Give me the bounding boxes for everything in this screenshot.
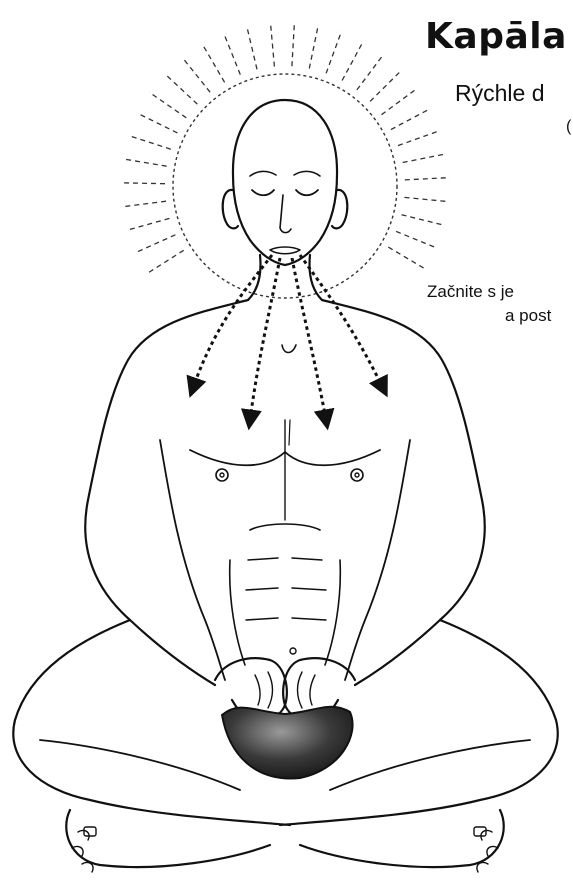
right-foot bbox=[300, 810, 504, 867]
halo-ray bbox=[202, 43, 225, 82]
left-foot bbox=[66, 810, 270, 867]
halo-ray bbox=[122, 159, 166, 166]
left-nipple bbox=[216, 469, 228, 481]
halo-ray bbox=[292, 21, 295, 66]
subtitle-text: Rýchle d bbox=[455, 80, 544, 107]
halo-ray bbox=[247, 26, 257, 70]
halo-ray bbox=[391, 108, 431, 129]
right-nipple bbox=[351, 469, 363, 481]
head-outline bbox=[233, 100, 337, 265]
halo-ray bbox=[398, 130, 440, 145]
halo-ray bbox=[121, 201, 166, 207]
mouth bbox=[270, 247, 300, 254]
breath-arrow-icon bbox=[292, 258, 326, 420]
halo-ray bbox=[342, 41, 363, 81]
halo-ray bbox=[134, 235, 175, 253]
halo-ray bbox=[388, 247, 427, 270]
halo-ray bbox=[137, 113, 177, 133]
halo-ray bbox=[146, 250, 184, 274]
halo-ray bbox=[128, 135, 171, 149]
halo-ray bbox=[402, 215, 446, 226]
page-title: Kapāla bbox=[425, 16, 567, 57]
halo-ray bbox=[309, 24, 318, 68]
halo-ray bbox=[224, 33, 241, 75]
halo-ray bbox=[370, 70, 402, 102]
halo-ray bbox=[403, 154, 447, 163]
halo-ray bbox=[120, 183, 165, 184]
halo-ray bbox=[382, 88, 418, 115]
torso-left-contour bbox=[85, 300, 248, 685]
torso-right-contour bbox=[322, 300, 485, 685]
halo-ray bbox=[270, 22, 274, 67]
halo-ray bbox=[357, 54, 384, 90]
halo-ray bbox=[126, 218, 169, 230]
left-eye bbox=[252, 190, 274, 195]
halo-ray bbox=[182, 57, 210, 92]
halo-ray bbox=[164, 73, 197, 104]
breath-arrow-icon bbox=[300, 255, 383, 388]
subtitle-fragment: ( bbox=[566, 118, 571, 136]
halo-ray bbox=[405, 197, 450, 201]
breath-arrow-icon bbox=[250, 258, 280, 420]
instruction-line-2: a post bbox=[505, 306, 551, 326]
right-eye bbox=[296, 190, 318, 195]
loin-cloth bbox=[222, 707, 353, 779]
halo-ray bbox=[149, 92, 186, 118]
halo-rays bbox=[120, 21, 450, 274]
halo-ray bbox=[396, 231, 438, 248]
instruction-line-1: Začnite s je bbox=[427, 282, 514, 302]
halo-ray bbox=[405, 178, 450, 180]
halo-ray bbox=[326, 31, 342, 73]
